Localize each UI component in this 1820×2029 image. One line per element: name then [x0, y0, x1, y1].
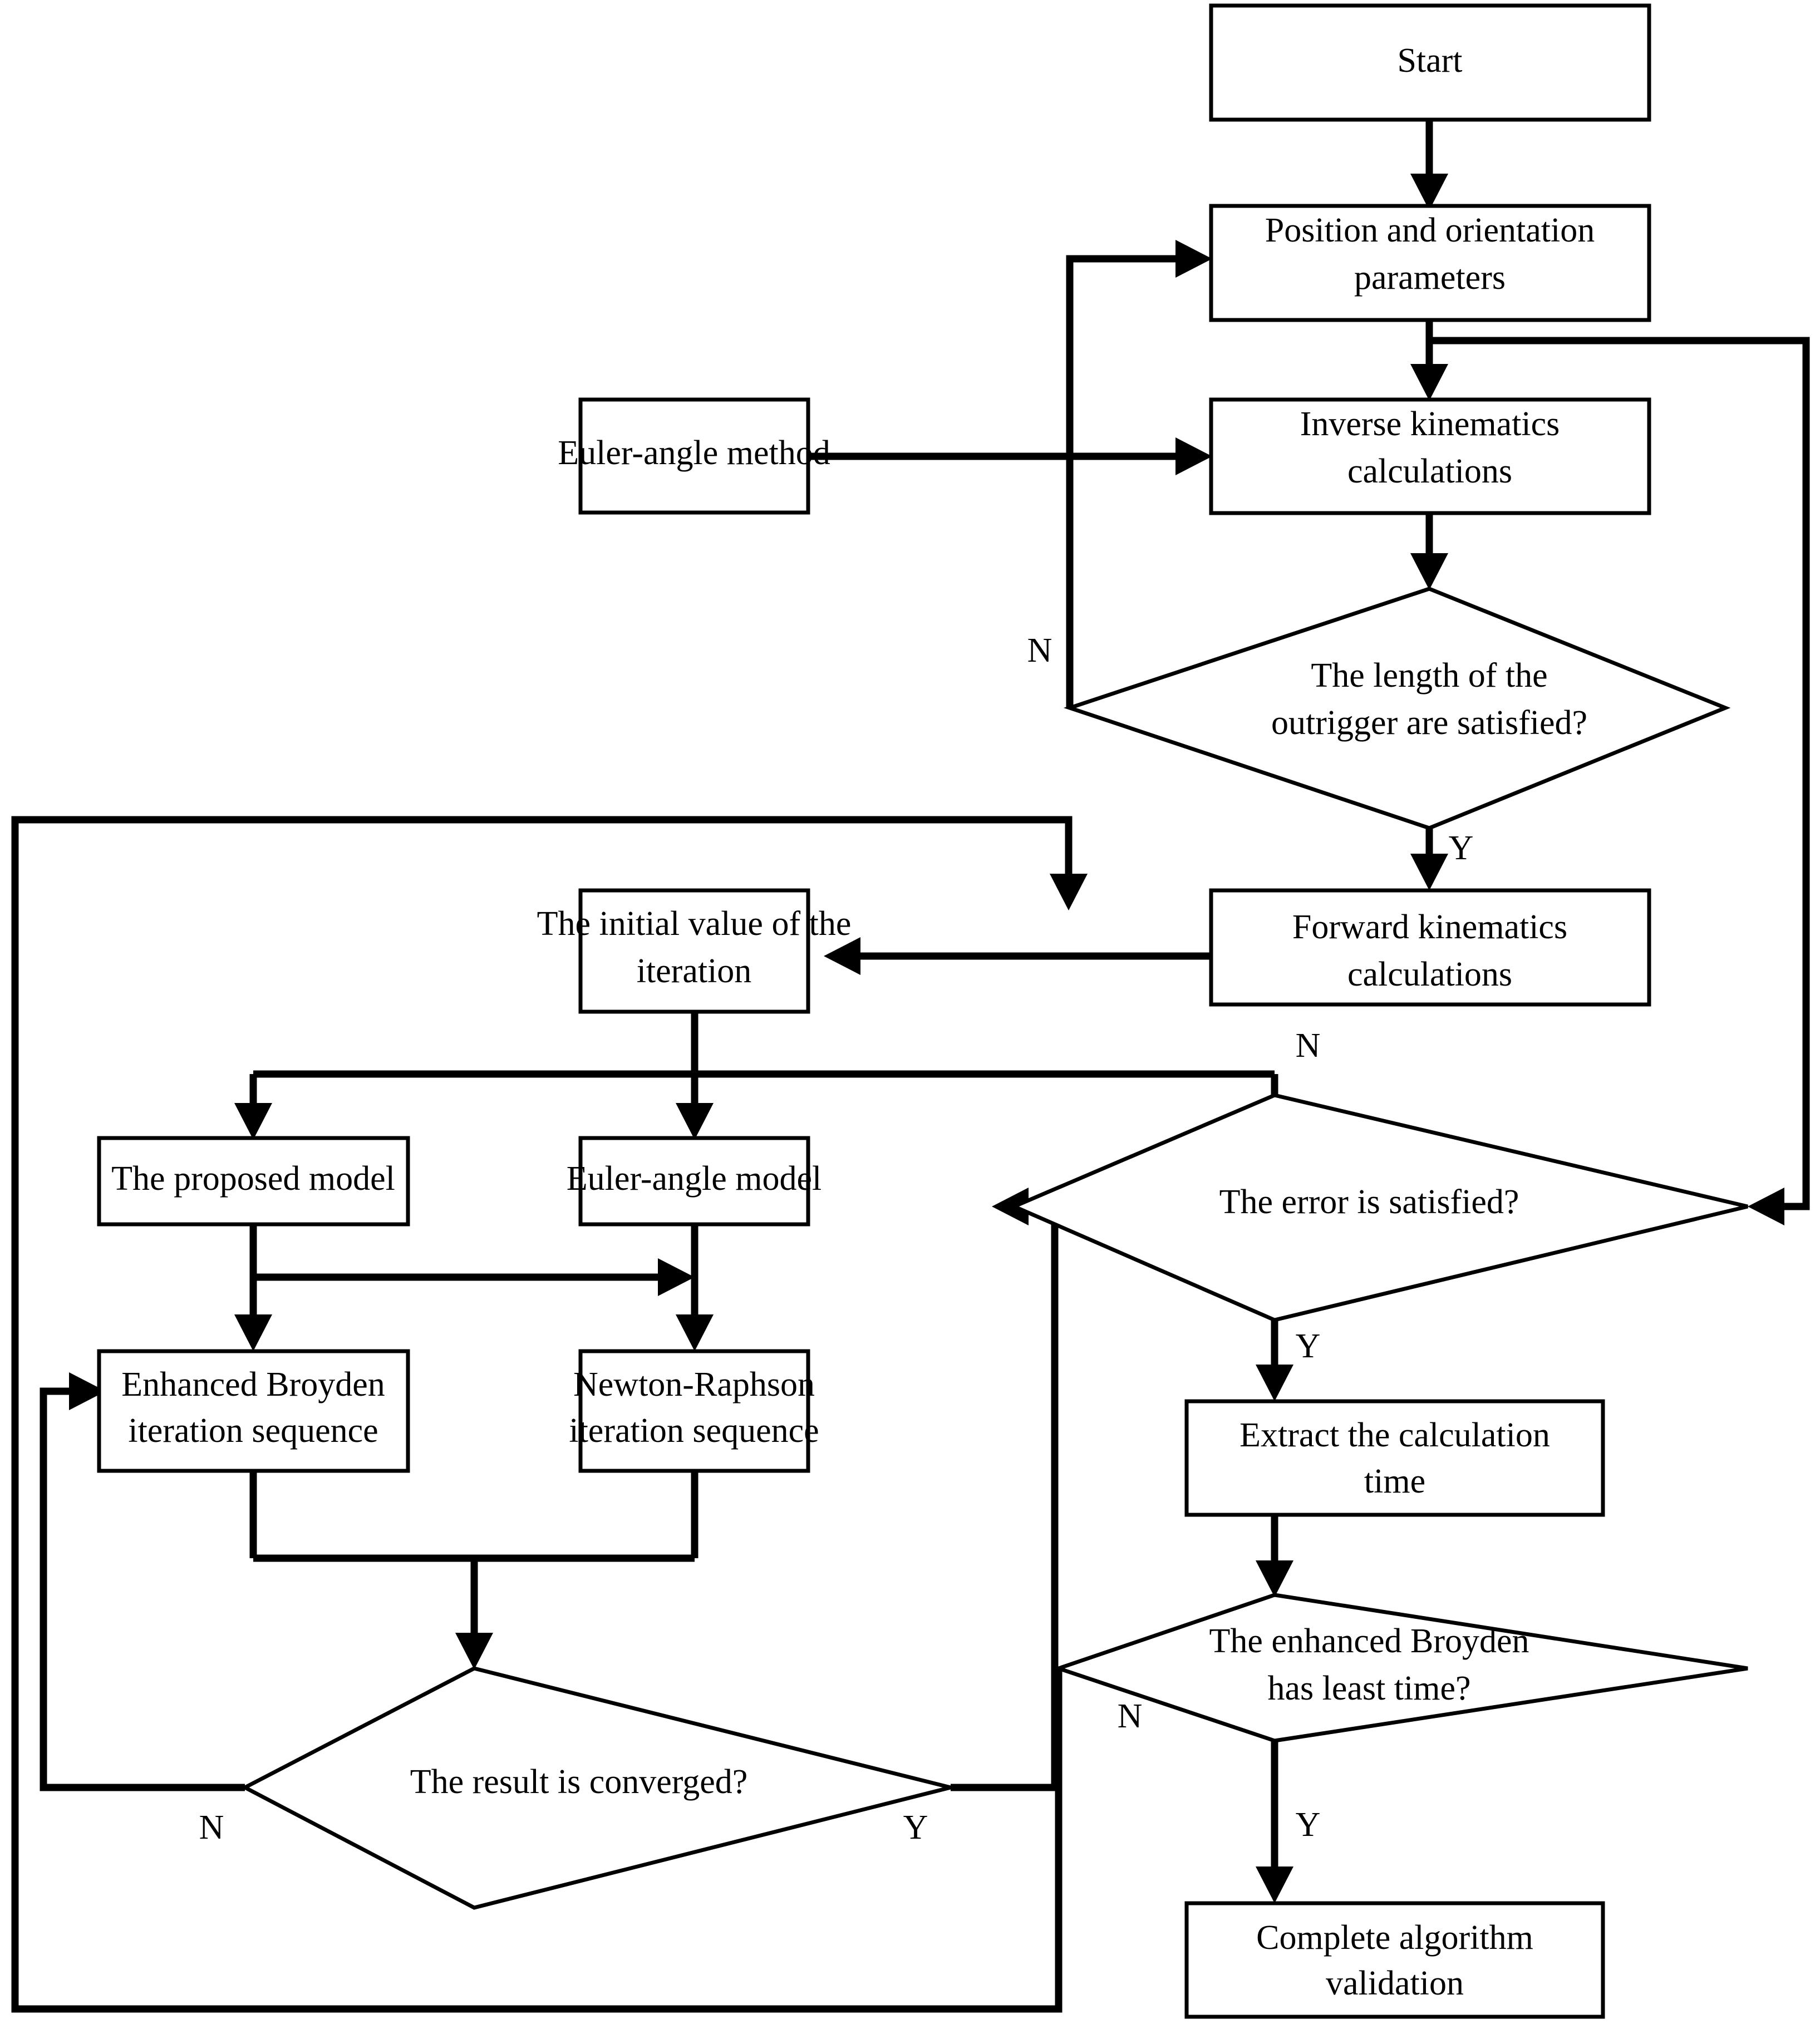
- node-converged-decision[interactable]: [240, 1666, 951, 1910]
- node-initial-value-label-line1: The initial value of the: [537, 905, 852, 943]
- arrowhead-converged-no: [69, 1372, 106, 1410]
- node-position-orientation-label-line1: Position and orientation: [1265, 211, 1595, 249]
- node-least-time-decision-label-line1: The enhanced Broyden: [1209, 1622, 1529, 1660]
- node-euler-angle-method[interactable]: [578, 397, 810, 515]
- edge-outrigger-no: [1066, 255, 1190, 708]
- arrowhead-leasttime-no: [1050, 874, 1088, 910]
- node-complete-validation-label-line1: Complete algorithm: [1256, 1919, 1533, 1957]
- arrowhead-leasttime-yes: [1256, 1867, 1293, 1903]
- node-inverse-kinematics-label-line1: Inverse kinematics: [1300, 405, 1560, 443]
- edge-label-error-no: N: [1296, 1027, 1321, 1065]
- arrowhead-error-no: [1748, 1188, 1784, 1225]
- node-proposed-model[interactable]: [97, 1136, 410, 1227]
- arrowhead-posorient-invkin: [1410, 364, 1448, 401]
- arrowhead-bus-proposed: [234, 1103, 272, 1140]
- node-newton-raphson[interactable]: [578, 1349, 810, 1473]
- arrowhead-eulermodel-newton: [676, 1314, 714, 1351]
- node-euler-angle-model-label: Euler-angle model: [567, 1160, 822, 1198]
- node-inverse-kinematics-label-line2: calculations: [1347, 452, 1512, 490]
- node-position-orientation-label-line2: parameters: [1354, 259, 1506, 297]
- node-error-decision[interactable]: [1009, 1093, 1748, 1322]
- node-error-decision-label: The error is satisfied?: [1219, 1183, 1519, 1221]
- edge-error-no: [1429, 337, 1810, 1210]
- node-complete-validation[interactable]: [1184, 1901, 1605, 2019]
- edge-converged-no: [40, 1387, 245, 1791]
- node-initial-value[interactable]: [578, 888, 810, 1014]
- edge-label-converged-yes: Y: [903, 1809, 928, 1846]
- node-forward-kinematics-label-line2: calculations: [1347, 956, 1512, 993]
- edge-converged-yes: [951, 1203, 1059, 1791]
- arrowhead-invkin-outrigger: [1410, 553, 1448, 590]
- arrowhead-extract-leasttime: [1256, 1560, 1293, 1597]
- node-forward-kinematics-label-line1: Forward kinematics: [1292, 908, 1567, 946]
- node-proposed-model-label: The proposed model: [111, 1160, 395, 1198]
- edge-label-error-yes: Y: [1296, 1327, 1321, 1365]
- edge-label-leasttime-yes: Y: [1296, 1806, 1321, 1844]
- node-newton-raphson-label-line1: Newton-Raphson: [573, 1366, 815, 1403]
- arrowhead-merge-converged: [455, 1633, 493, 1670]
- arrowhead-proposed-newton: [658, 1258, 695, 1296]
- node-enhanced-broyden-label-line2: iteration sequence: [128, 1412, 378, 1450]
- arrowhead-bus-eulermodel: [676, 1103, 714, 1140]
- edge-leasttime-no: [11, 816, 1073, 2013]
- arrowhead-start-posorient: [1410, 174, 1448, 210]
- node-converged-decision-label: The result is converged?: [410, 1763, 748, 1801]
- node-complete-validation-label-line2: validation: [1326, 1964, 1464, 2002]
- edge-label-leasttime-no: N: [1118, 1697, 1143, 1735]
- node-extract-time[interactable]: [1184, 1399, 1605, 1517]
- edge-label-converged-no: N: [199, 1809, 224, 1846]
- arrowhead-proposed-broyden: [234, 1314, 272, 1351]
- node-position-orientation[interactable]: [1209, 204, 1651, 322]
- node-forward-kinematics[interactable]: [1209, 888, 1651, 1007]
- node-start[interactable]: [1209, 3, 1651, 122]
- node-enhanced-broyden[interactable]: [97, 1349, 410, 1473]
- arrowhead-euler-invkin: [1175, 437, 1212, 475]
- arrowhead-fwdkin-initval: [824, 937, 860, 975]
- arrowhead-error-yes: [1256, 1365, 1293, 1401]
- arrowhead-outrigger-yes: [1410, 854, 1448, 890]
- node-start-label: Start: [1397, 42, 1462, 80]
- node-enhanced-broyden-label-line1: Enhanced Broyden: [121, 1366, 385, 1403]
- node-initial-value-label-line2: iteration: [637, 952, 752, 990]
- arrowhead-outrigger-no: [1175, 240, 1212, 278]
- node-newton-raphson-label-line2: iteration sequence: [569, 1412, 819, 1450]
- node-least-time-decision[interactable]: [1052, 1593, 1748, 1743]
- node-least-time-decision-label-line2: has least time?: [1268, 1670, 1471, 1707]
- node-euler-angle-model[interactable]: [578, 1136, 810, 1227]
- node-extract-time-label-line1: Extract the calculation: [1239, 1416, 1550, 1454]
- edge-label-outrigger-no: N: [1027, 632, 1052, 669]
- edge-label-outrigger-yes: Y: [1449, 829, 1474, 867]
- node-outrigger-decision-label-line1: The length of the: [1311, 657, 1547, 695]
- node-euler-angle-method-label: Euler-angle method: [558, 434, 830, 472]
- node-inverse-kinematics[interactable]: [1209, 397, 1651, 515]
- node-outrigger-decision-label-line2: outrigger are satisfied?: [1271, 704, 1587, 742]
- node-outrigger-decision[interactable]: [1063, 587, 1731, 830]
- node-extract-time-label-line2: time: [1364, 1462, 1425, 1500]
